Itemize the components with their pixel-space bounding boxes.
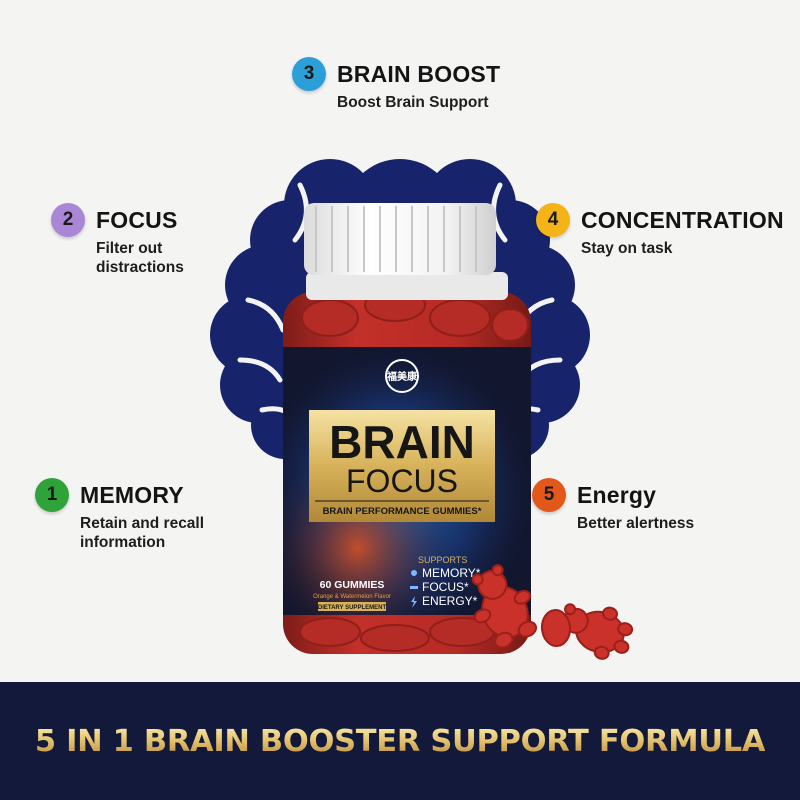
- supports-memory: MEMORY*: [422, 566, 481, 580]
- product-name-line2: FOCUS: [346, 463, 458, 499]
- energy-icon: [411, 596, 417, 608]
- bottom-banner: 5 IN 1 BRAIN BOOSTER SUPPORT FORMULA: [0, 682, 800, 800]
- banner-headline: 5 IN 1 BRAIN BOOSTER SUPPORT FORMULA: [34, 723, 766, 759]
- benefit-title: MEMORY: [80, 481, 184, 508]
- number-badge-4: 4: [536, 203, 570, 237]
- flavor-text: Orange & Watermelon Flavor: [313, 594, 391, 600]
- number-badge-3: 3: [292, 57, 326, 91]
- gold-name-panel: [309, 410, 495, 522]
- supports-label: SUPPORTS: [418, 555, 467, 565]
- number-badge-1: 1: [35, 478, 69, 512]
- gummy-count: 60 GUMMIES: [320, 579, 385, 591]
- benefit-description: Better alertness: [577, 515, 695, 532]
- supplement-text: DIETARY SUPPLEMENT: [318, 605, 387, 611]
- bottle-cap: [304, 203, 496, 275]
- memory-icon: [411, 570, 417, 576]
- benefit-focus: 2 FOCUS Filter out distractions: [51, 203, 184, 277]
- product-subtitle: BRAIN PERFORMANCE GUMMIES*: [323, 506, 482, 517]
- brand-logo-icon: [385, 359, 419, 393]
- benefit-memory: 1 MEMORY Retain and recall information: [35, 478, 204, 552]
- benefit-title: BRAIN BOOST: [337, 60, 501, 87]
- benefit-description: Stay on task: [581, 240, 673, 257]
- supports-focus: FOCUS*: [422, 580, 469, 594]
- benefit-title: FOCUS: [96, 206, 178, 233]
- benefit-description: Filter out distractions: [96, 240, 184, 276]
- benefit-title: CONCENTRATION: [581, 206, 784, 233]
- benefit-title: Energy: [577, 481, 657, 508]
- brand-name: 福美康: [386, 370, 418, 383]
- number-badge-5: 5: [532, 478, 566, 512]
- benefit-concentration: 4 CONCENTRATION Stay on task: [536, 203, 784, 258]
- benefit-brain-boost: 3 BRAIN BOOST Boost Brain Support: [292, 57, 500, 112]
- product-name-line1: BRAIN: [329, 416, 475, 468]
- benefit-energy: 5 Energy Better alertness: [532, 478, 694, 533]
- focus-icon: [410, 586, 418, 589]
- benefit-description: Retain and recall information: [80, 515, 205, 551]
- supports-energy: ENERGY*: [422, 594, 478, 608]
- number-badge-2: 2: [51, 203, 85, 237]
- gummy-bears: [471, 564, 634, 660]
- benefit-description: Boost Brain Support: [337, 94, 489, 111]
